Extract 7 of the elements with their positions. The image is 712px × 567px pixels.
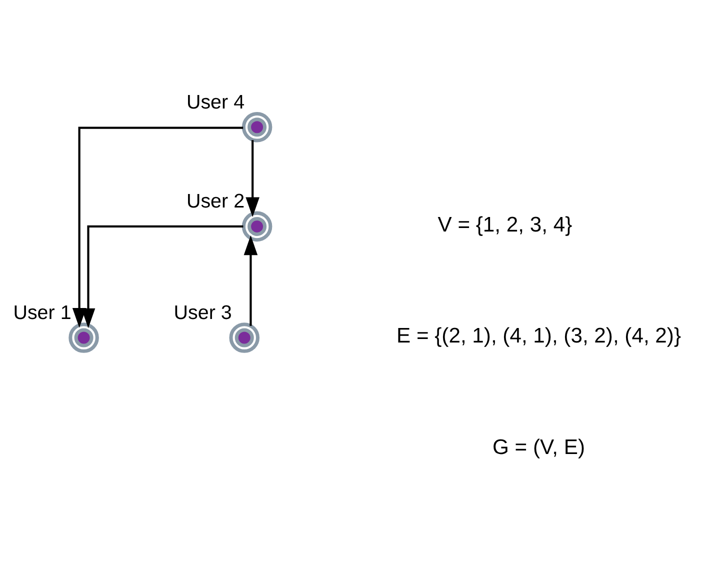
node-label: User 3 <box>174 302 232 324</box>
label: V = {1, 2, 3, 4} <box>438 213 572 236</box>
node-label: User 4 <box>186 91 245 114</box>
label: E = {(2, 1), (4, 1), (3, 2), (4, 2)} <box>396 324 682 348</box>
node-label: User 1 <box>13 302 72 324</box>
label: G = (V, E) <box>492 436 586 459</box>
node-label: User 2 <box>186 190 245 213</box>
